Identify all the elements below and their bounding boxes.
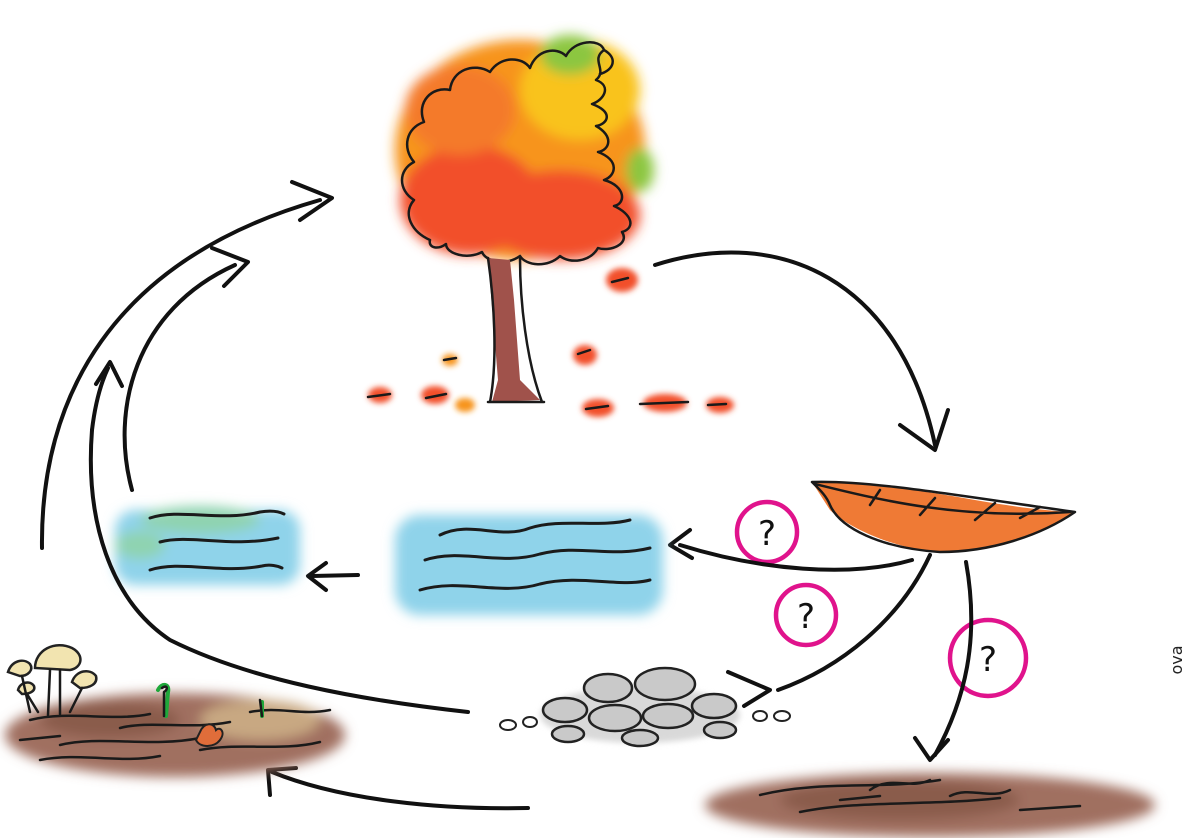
leaf-icon: [810, 480, 1077, 554]
arrow-soil-to-tree-outer: [39, 180, 334, 550]
water-icon: [395, 515, 663, 615]
sprout-icon: [156, 683, 264, 747]
question-mark: ?: [979, 640, 997, 680]
arrow-forest-floor-to-tree: [90, 360, 124, 432]
question-mark: ?: [758, 514, 776, 554]
question-badge-water: ?: [734, 499, 800, 565]
arrow-water-to-algae: [306, 561, 360, 592]
arrow-soil-to-forest-floor: [266, 766, 530, 811]
arrow-tree-to-leaf: [653, 250, 950, 452]
tree-icon: [366, 35, 734, 417]
arrow-leaf-to-water: [668, 528, 914, 572]
mushroom-icon: [6, 643, 98, 717]
soil-icon-right: [705, 773, 1155, 837]
arrow-water-to-tree-inner: [122, 246, 250, 492]
signature: ova: [1167, 645, 1186, 674]
soil-icon-left: [5, 693, 345, 777]
question-mark: ?: [797, 597, 815, 637]
arrow-leaf-to-stones: [726, 553, 932, 708]
arrow-leaf-to-soil: [913, 560, 974, 762]
algae-water-icon: [115, 506, 300, 585]
stones-icon: [499, 666, 791, 748]
arrow-stones-to-soil: [88, 428, 470, 714]
question-badge-stones: ?: [773, 582, 839, 648]
